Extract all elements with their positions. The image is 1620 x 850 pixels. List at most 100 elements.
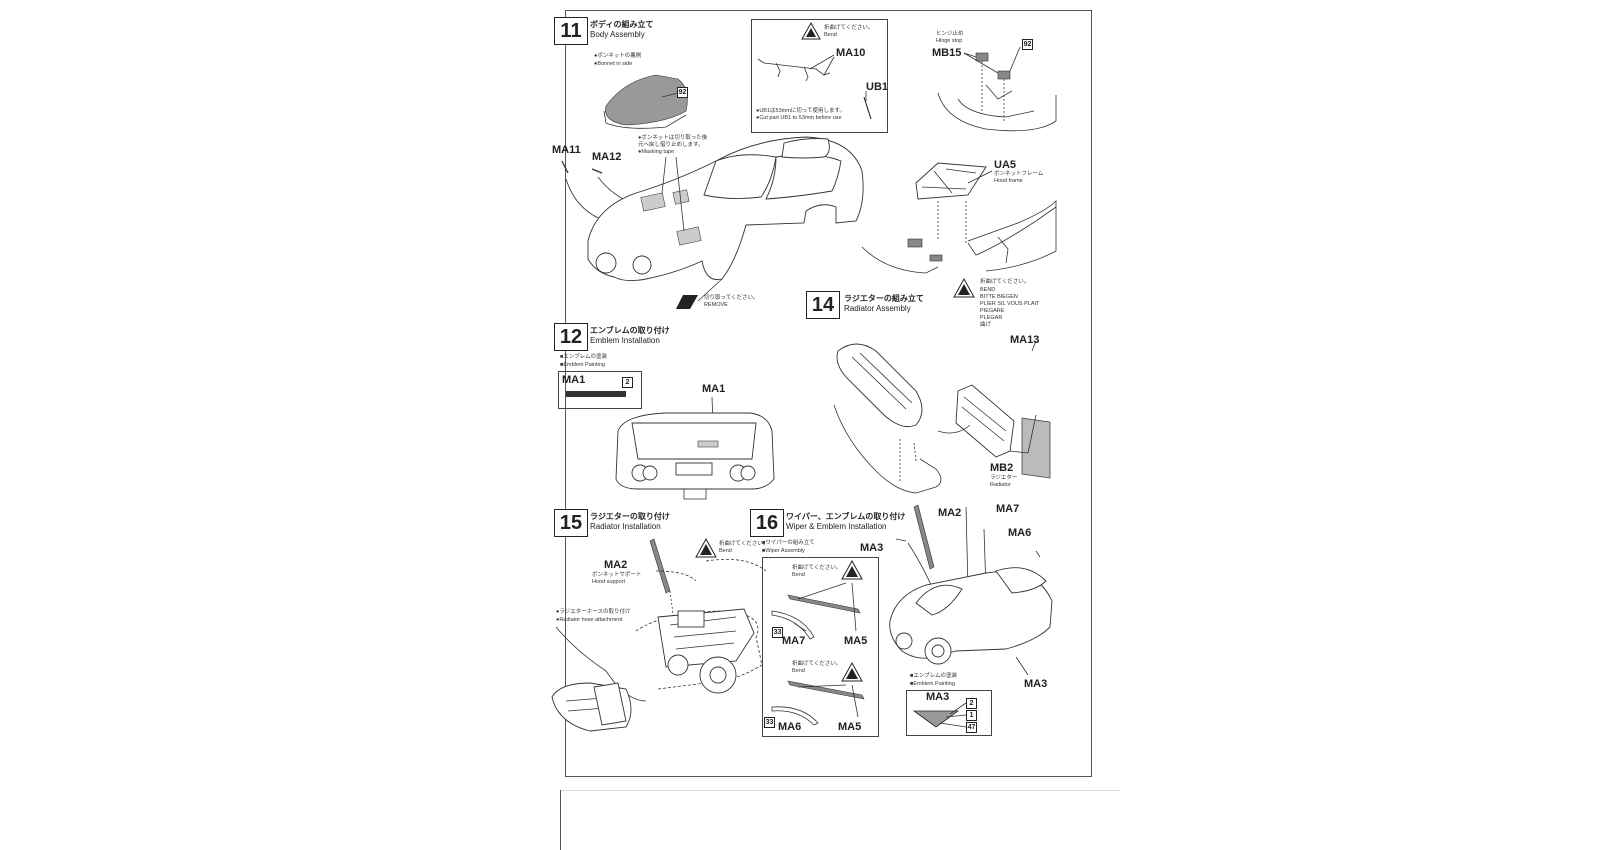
- step-number: 14: [806, 291, 840, 319]
- tape-note-jp2: 元へ戻し借り止めします。: [638, 142, 704, 148]
- bend-line: BITTE BIEGEN: [980, 294, 1018, 300]
- bend-line: PLIER SIL VOUS PLAIT: [980, 301, 1040, 307]
- bend-label-jp: 折曲げてください。: [792, 661, 842, 667]
- ua5-label-jp: ボンネットフレーム: [994, 171, 1044, 177]
- bend-icon: [801, 21, 821, 40]
- step-title-jp: ラジエターの取り付け: [590, 512, 670, 521]
- body-illustration: [561, 136, 864, 309]
- bend-line: 曲げ: [980, 322, 992, 328]
- hinge-illustration: [937, 46, 1057, 132]
- wiper-assembly-jp: ■ワイパーの組み立て: [762, 540, 815, 546]
- mb2-label-en: Radiator: [990, 482, 1011, 488]
- hose-note-jp: ●ラジエターホースの取り付け: [556, 609, 631, 615]
- part-ma5-label: MA5: [838, 721, 862, 733]
- bend-icon: [695, 537, 717, 558]
- emblem-paint-jp: ■エンブレムの塗装: [560, 354, 608, 360]
- ma3-emblem-icon: [912, 702, 967, 728]
- step-title-en: Body Assembly: [590, 30, 645, 39]
- part-ma11-label: MA11: [552, 144, 581, 156]
- ma2-label-jp: ボンネットサポート: [592, 572, 642, 578]
- radiator-install-illustration: [551, 538, 767, 732]
- wiper-illustration: [771, 559, 865, 726]
- wiper-assembly-box: [762, 557, 879, 737]
- cut-note-jp: ●UB1は53mmに切って使用します。: [756, 108, 845, 114]
- hose-note-en: ●Radiator hose attachment: [556, 617, 623, 623]
- next-page-top-edge: [560, 790, 1120, 791]
- ma10-callout-box: [751, 19, 888, 133]
- part-ua5-label: UA5: [994, 159, 1017, 171]
- mb2-label-jp: ラジエター: [990, 475, 1018, 481]
- paint-number: 1: [966, 710, 977, 721]
- part-ma6-label: MA6: [1008, 527, 1032, 539]
- paint-number: 92: [1022, 39, 1033, 50]
- bend-label-jp: 折曲げてください。: [824, 25, 874, 31]
- part-ub1-label: UB1: [866, 81, 889, 93]
- part-ma10-label: MA10: [836, 47, 866, 59]
- part-ma5-label: MA5: [844, 635, 868, 647]
- step-title-jp: ボディの組み立て: [590, 20, 654, 29]
- bend-label-en: Bend: [792, 572, 805, 578]
- step-title-en: Radiator Installation: [590, 522, 661, 531]
- emblem-paint-en: ■Emblem Painting: [560, 362, 605, 368]
- wiper-assembly-en: ■Wiper Assembly: [762, 548, 805, 554]
- part-ma12-label: MA12: [592, 151, 622, 163]
- emblem-paint-jp: ■エンブレムの塗装: [910, 673, 958, 679]
- step-title-en: Emblem Installation: [590, 336, 660, 345]
- paint-number: 92: [677, 87, 688, 98]
- ma3-box-label: MA3: [926, 691, 950, 703]
- bend-label-en: Bend: [792, 668, 805, 674]
- ma1-emblem-strip: [566, 391, 626, 397]
- step-number: 16: [750, 509, 784, 537]
- step-title-jp: エンブレムの取り付け: [590, 326, 670, 335]
- paint-number: 2: [622, 377, 633, 388]
- instruction-sheet: 11 ボディの組み立て Body Assembly ●ボンネットの裏側 ●Bon…: [551, 10, 1092, 777]
- paint-number: 33: [772, 627, 783, 638]
- part-ma13-label: MA13: [1010, 334, 1040, 346]
- step-number: 15: [554, 509, 588, 537]
- next-page-left-edge: [560, 790, 561, 850]
- step-number: 11: [554, 17, 588, 45]
- bend-line: PLEGAR: [980, 315, 1003, 321]
- tape-note-en: ●Masking tape: [638, 149, 675, 155]
- hinge-label-jp: ヒンジ止め: [936, 31, 964, 37]
- step-number: 12: [554, 323, 588, 351]
- ma3-paint-box: [906, 690, 992, 736]
- bonnet-note-jp: ●ボンネットの裏側: [594, 53, 642, 59]
- part-ma2-label: MA2: [938, 507, 962, 519]
- part-ma2-label: MA2: [604, 559, 628, 571]
- bend-label-multilang: BEND BITTE BIEGEN PLIER SIL VOUS PLAIT P…: [980, 287, 1039, 329]
- step-title-jp: ラジエターの組み立て: [844, 294, 924, 303]
- cut-note-en: ●Cut part UB1 to 53mm before use: [756, 115, 842, 121]
- part-ma3-label: MA3: [1024, 678, 1048, 690]
- ua5-label-en: Hood frame: [994, 178, 1023, 184]
- bonnet-note-en: ●Bonnet in side: [594, 61, 633, 67]
- bend-icon: [953, 277, 975, 298]
- emblem-paint-en: ■Emblem Painting: [910, 681, 955, 687]
- radiator-assembly-illustration: [833, 340, 1051, 494]
- bend-label-en: Bend: [719, 548, 732, 554]
- part-mb15-label: MB15: [932, 47, 962, 59]
- ma10-ub1-illustration: [757, 54, 872, 120]
- bend-label-jp: 折曲げてください。: [980, 279, 1030, 285]
- ma1-paint-box: [558, 371, 642, 409]
- step-title-en: Radiator Assembly: [844, 304, 911, 313]
- paint-number: 47: [966, 722, 977, 733]
- ma2-label-en: Hood support: [592, 579, 626, 585]
- bend-label-jp: 折曲げてください。: [719, 541, 769, 547]
- rear-car-illustration: [615, 396, 775, 500]
- bonnet-illustration: [603, 74, 688, 129]
- part-ma6-label: MA6: [778, 721, 802, 733]
- step-title-en: Wiper & Emblem Installation: [786, 522, 887, 531]
- part-mb2-label: MB2: [990, 462, 1014, 474]
- bend-line: PIEGARE: [980, 308, 1005, 314]
- hinge-label-en: Hinge stop: [936, 38, 963, 44]
- part-ma3-label: MA3: [860, 542, 884, 554]
- bend-label-jp: 折曲げてください。: [792, 565, 842, 571]
- paint-number: 2: [966, 698, 977, 709]
- part-ma7-label: MA7: [996, 503, 1020, 515]
- ma1-box-label: MA1: [562, 374, 586, 386]
- step-title-jp: ワイパー、エンブレムの取り付け: [786, 512, 906, 521]
- bend-label-en: Bend: [824, 32, 837, 38]
- bend-line: BEND: [980, 287, 996, 293]
- hood-frame-illustration: [861, 162, 1057, 274]
